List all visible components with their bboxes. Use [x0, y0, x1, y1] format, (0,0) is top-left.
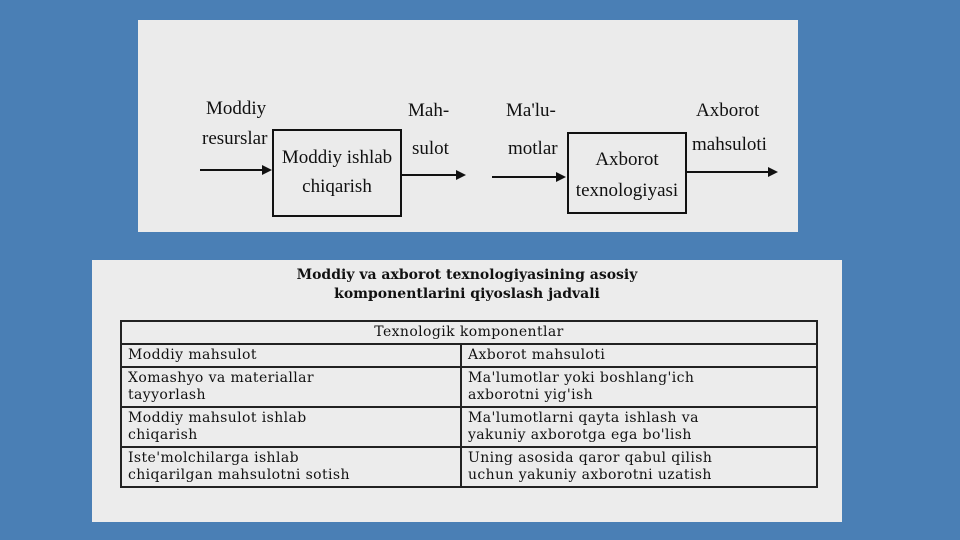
table-span-header: Texnologik komponentlar — [120, 320, 818, 345]
cell-line: Moddiy mahsulot ishlab — [128, 410, 307, 426]
table-cell: Uning asosida qaror qabul qilish uchun y… — [460, 446, 818, 488]
material-output-arrowhead — [456, 170, 466, 180]
info-input-arrowhead — [556, 172, 566, 182]
table-cell: Ma'lumotlarni qayta ishlash va yakuniy a… — [460, 406, 818, 448]
info-process-label-2: texnologiyasi — [576, 180, 678, 201]
material-process-box — [272, 129, 402, 217]
cell-line: Ma'lumotlarni qayta ishlash va — [468, 410, 699, 426]
info-input-label-2: motlar — [508, 138, 558, 159]
info-output-label-2: mahsuloti — [692, 134, 767, 155]
cell-line: chiqarish — [128, 427, 198, 443]
column-header-information: Axborot mahsuloti — [460, 343, 818, 368]
table-cell: Xomashyo va materiallar tayyorlash — [120, 366, 462, 408]
column-header-material: Moddiy mahsulot — [120, 343, 462, 368]
cell-line: Ma'lumotlar yoki boshlang'ich — [468, 370, 695, 386]
flow-diagram: Moddiy resurslar Moddiy ishlab chiqarish… — [200, 98, 778, 217]
material-input-arrowhead — [262, 165, 272, 175]
cell-line: Xomashyo va materiallar — [128, 370, 314, 386]
material-input-label-2: resurslar — [202, 128, 268, 149]
info-output-arrowhead — [768, 167, 778, 177]
table-title-line-2: komponentlarini qiyoslash jadvali — [334, 286, 600, 302]
material-process-label-1: Moddiy ishlab — [282, 147, 392, 168]
info-output-label-1: Axborot — [696, 100, 760, 121]
cell-line: Iste'molchilarga ishlab — [128, 450, 299, 466]
table-row: Iste'molchilarga ishlab chiqarilgan mahs… — [120, 446, 818, 488]
table-span-header-row: Texnologik komponentlar — [120, 320, 818, 345]
material-process-label-2: chiqarish — [302, 176, 372, 197]
cell-line: uchun yakuniy axborotni uzatish — [468, 467, 712, 483]
info-process-label-1: Axborot — [595, 149, 659, 170]
comparison-table-panel: Moddiy va axborot texnologiyasining asos… — [92, 260, 842, 522]
cell-line: tayyorlash — [128, 387, 206, 403]
table-cell: Iste'molchilarga ishlab chiqarilgan mahs… — [120, 446, 462, 488]
info-process-box — [567, 132, 687, 214]
table-header-row: Moddiy mahsulot Axborot mahsuloti — [120, 343, 818, 368]
table-title: Moddiy va axborot texnologiyasining asos… — [92, 266, 842, 304]
material-output-label-2: sulot — [412, 138, 450, 159]
table-cell: Moddiy mahsulot ishlab chiqarish — [120, 406, 462, 448]
table-row: Xomashyo va materiallar tayyorlash Ma'lu… — [120, 366, 818, 408]
table-row: Moddiy mahsulot ishlab chiqarish Ma'lumo… — [120, 406, 818, 448]
cell-line: chiqarilgan mahsulotni sotish — [128, 467, 350, 483]
table-title-line-1: Moddiy va axborot texnologiyasining asos… — [296, 267, 638, 283]
cell-line: Uning asosida qaror qabul qilish — [468, 450, 713, 466]
material-output-label-1: Mah- — [408, 100, 449, 121]
flow-diagram-panel: Moddiy resurslar Moddiy ishlab chiqarish… — [138, 20, 798, 232]
comparison-table: Texnologik komponentlar Moddiy mahsulot … — [120, 320, 818, 488]
info-input-label-1: Ma'lu- — [506, 100, 556, 121]
material-input-label-1: Moddiy — [206, 98, 267, 119]
cell-line: yakuniy axborotga ega bo'lish — [468, 427, 692, 443]
table-cell: Ma'lumotlar yoki boshlang'ich axborotni … — [460, 366, 818, 408]
cell-line: axborotni yig'ish — [468, 387, 594, 403]
